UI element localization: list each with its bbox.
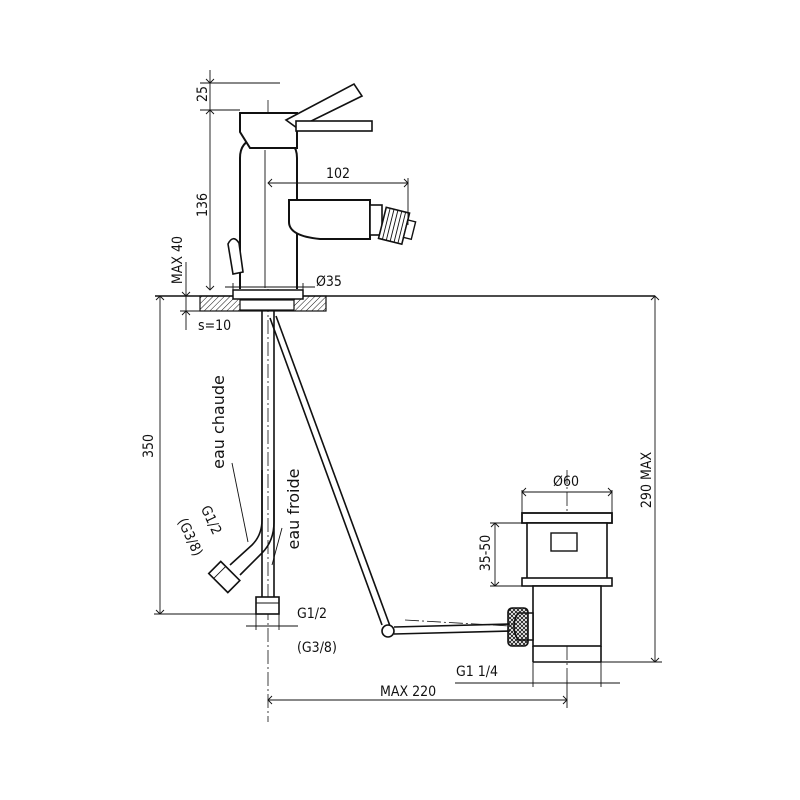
max-deck-thickness-label: MAX 40	[170, 236, 186, 284]
waste-diameter-label: Ø60	[553, 474, 579, 490]
base-diameter-label: Ø35	[316, 274, 342, 290]
popup-waste	[507, 512, 613, 663]
hot-water-label: eau chaude	[209, 375, 228, 469]
spout	[288, 199, 417, 246]
total-height-label: 290 MAX	[639, 452, 655, 509]
countertop	[155, 289, 655, 312]
cold-supply-pipe	[255, 311, 280, 615]
waste-adjust-range-label: 35-50	[478, 535, 494, 572]
popup-knob	[227, 237, 244, 275]
cold-water-label: eau froide	[284, 469, 303, 550]
lever-handle	[239, 82, 373, 149]
spout-height-label: 136	[195, 193, 211, 217]
pull-rod	[269, 315, 511, 638]
washer-thickness-label: s=10	[198, 318, 231, 334]
hose-length-label: 350	[141, 434, 157, 458]
dimension-labels: 25 136 MAX 40 102 Ø35 s=10 350 290 MAX Ø…	[141, 86, 655, 700]
rod-reach-label: MAX 220	[380, 684, 436, 700]
water-labels: eau chaude eau froide	[209, 375, 303, 549]
hot-thread-label: G1/2	[197, 503, 224, 537]
hot-thread-alt-label: (G3/8)	[174, 516, 205, 559]
cold-thread-alt-label: (G3/8)	[297, 640, 337, 656]
spout-reach-label: 102	[326, 166, 350, 182]
waste-thread-label: G1 1/4	[456, 664, 498, 680]
hot-supply-pipe	[207, 470, 275, 594]
cold-thread-label: G1/2	[297, 606, 327, 622]
dimension-lines	[154, 70, 662, 708]
lever-height-label: 25	[195, 86, 211, 102]
